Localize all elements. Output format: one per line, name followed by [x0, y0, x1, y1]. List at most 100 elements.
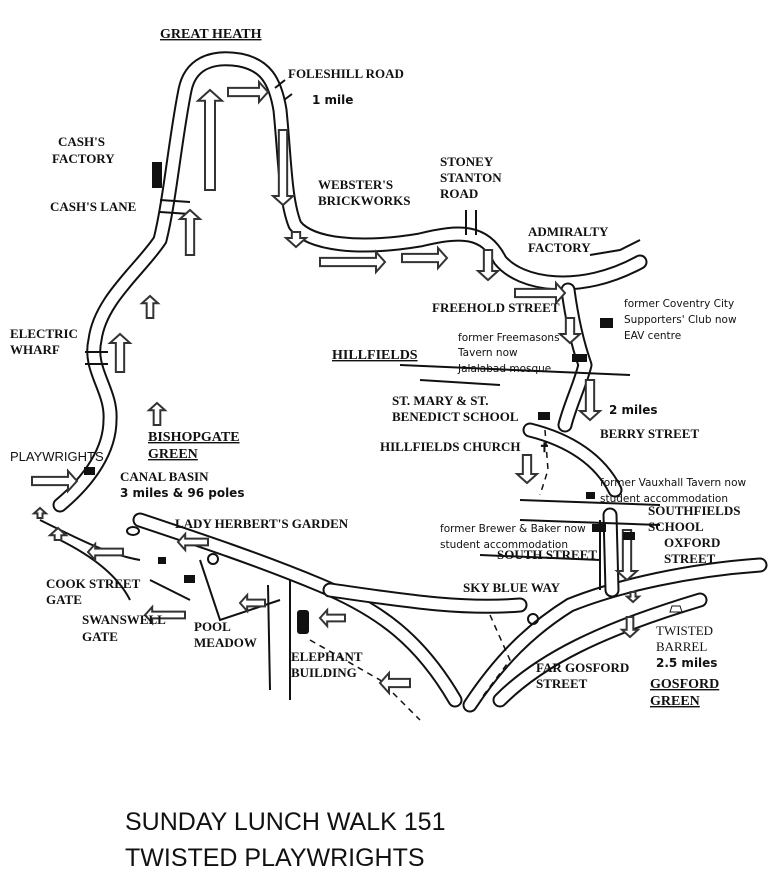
- coventry-city-note-3: EAV centre: [624, 330, 681, 342]
- route-arrow-icon: [238, 592, 266, 614]
- pub-sign-icon: [669, 605, 683, 613]
- far-gosford-label-2: STREET: [536, 676, 588, 691]
- twisted-barrel-label-2: BARREL: [656, 639, 707, 654]
- freehold-street-label: FREEHOLD STREET: [432, 300, 560, 315]
- cashs-factory-label-2: FACTORY: [52, 151, 115, 166]
- cashs-factory-label-1: CASH'S: [58, 134, 105, 149]
- southfields-school-building: [623, 532, 635, 540]
- st-mary-label-2: BENEDICT SCHOOL: [392, 409, 519, 424]
- route-arrow-icon: [176, 531, 209, 553]
- cook-street-label-1: COOK STREET: [46, 576, 141, 591]
- elephant-building: [297, 610, 309, 634]
- route-arrow-icon: [577, 379, 603, 422]
- cook-street-label-2: GATE: [46, 592, 82, 607]
- route-arrow-icon: [270, 129, 296, 207]
- route-arrow-icon: [195, 88, 225, 191]
- route-arrow-icon: [31, 468, 79, 494]
- swanswell-label-2: GATE: [82, 629, 118, 644]
- route-arrow-icon: [146, 401, 168, 426]
- stoney-label-1: STONEY: [440, 154, 494, 169]
- route-arrow-icon: [86, 541, 124, 563]
- vauxhall-building: [586, 492, 595, 499]
- pool-meadow-label-1: POOL: [194, 619, 231, 634]
- foleshill-road-label: FOLESHILL ROAD: [288, 66, 404, 81]
- eav-centre-building: [600, 318, 613, 328]
- southfields-label-1: SOUTHFIELDS: [648, 503, 740, 518]
- brewer-baker-note-1: former Brewer & Baker now: [440, 523, 586, 535]
- route-arrow-icon: [227, 79, 270, 105]
- distance-1-mile: 1 mile: [312, 93, 353, 107]
- vauxhall-note-2: student accommodation: [600, 493, 728, 505]
- route-arrow-icon: [514, 454, 540, 485]
- brewer-baker-building: [592, 524, 606, 532]
- route-arrows: [31, 79, 642, 696]
- route-arrow-icon: [319, 249, 387, 275]
- cross-icon: ✝: [539, 440, 550, 455]
- route-arrow-icon: [401, 245, 449, 271]
- vauxhall-note-1: former Vauxhall Tavern now: [600, 477, 747, 489]
- route-arrow-icon: [143, 604, 186, 626]
- roads: [39, 51, 768, 721]
- distance-3-miles: 3 miles & 96 poles: [120, 486, 244, 500]
- elephant-label-1: ELEPHANT: [291, 649, 363, 664]
- hillfields-church-label: HILLFIELDS CHURCH: [380, 439, 521, 454]
- southfields-label-2: SCHOOL: [648, 519, 704, 534]
- swanswell-gate-marker: [184, 575, 195, 583]
- playwrights-pub: [84, 467, 95, 475]
- admiralty-label-1: ADMIRALTY: [528, 224, 609, 239]
- stoney-label-3: ROAD: [440, 186, 478, 201]
- walk-title: SUNDAY LUNCH WALK 151: [125, 808, 445, 836]
- sky-blue-way-label: SKY BLUE WAY: [463, 580, 561, 595]
- far-gosford-label-1: FAR GOSFORD: [536, 660, 629, 675]
- route-arrow-icon: [47, 526, 69, 541]
- freemasons-note-1: former Freemasons': [458, 332, 562, 344]
- gosford-green-label-2: GREEN: [650, 694, 700, 709]
- route-arrow-icon: [318, 607, 346, 629]
- electric-wharf-label-1: ELECTRIC: [10, 326, 78, 341]
- bishopgate-label-1: BISHOPGATE: [148, 430, 240, 445]
- st-mary-label-1: ST. MARY & ST.: [392, 393, 488, 408]
- playwrights-label: PLAYWRIGHTS: [10, 449, 104, 464]
- route-arrow-icon: [31, 506, 49, 519]
- coventry-city-note-1: former Coventry City: [624, 298, 734, 310]
- gosford-green-label-1: GOSFORD: [650, 677, 719, 692]
- brewer-baker-note-2: student accommodation: [440, 539, 568, 551]
- lady-herbert-garden-marker: [158, 557, 166, 564]
- freemasons-note-2: Tavern now: [457, 347, 518, 359]
- admiralty-label-2: FACTORY: [528, 240, 591, 255]
- cashs-factory-building: [152, 162, 162, 188]
- websters-label-1: WEBSTER'S: [318, 177, 393, 192]
- great-heath-label: GREAT HEATH: [160, 27, 262, 42]
- elephant-label-2: BUILDING: [291, 665, 357, 680]
- route-arrow-icon: [378, 670, 411, 696]
- cashs-lane-label: CASH'S LANE: [50, 199, 136, 214]
- distance-2-miles: 2 miles: [609, 403, 658, 417]
- route-arrow-icon: [139, 294, 161, 319]
- bishopgate-label-2: GREEN: [148, 447, 198, 462]
- route-arrow-icon: [624, 591, 642, 604]
- distance-2-5-miles: 2.5 miles: [656, 656, 717, 670]
- canal-basin-label: CANAL BASIN: [120, 469, 209, 484]
- route-arrow-icon: [283, 231, 309, 249]
- st-mary-school-building: [538, 412, 550, 420]
- freemasons-note-3: Jalalabad mosque: [457, 363, 551, 375]
- oxford-street-label-2: STREET: [664, 551, 716, 566]
- route-arrow-icon: [557, 317, 583, 345]
- buildings: ✝: [84, 162, 683, 634]
- route-arrow-icon: [475, 249, 501, 282]
- oxford-street-label-1: OXFORD: [664, 535, 720, 550]
- lady-herbert-label: LADY HERBERT'S GARDEN: [175, 516, 349, 531]
- route-arrow-icon: [107, 332, 133, 373]
- coventry-city-note-2: Supporters' Club now: [624, 314, 737, 326]
- twisted-barrel-label-1: TWISTED: [656, 623, 713, 638]
- berry-street-label: BERRY STREET: [600, 426, 699, 441]
- swanswell-label-1: SWANSWELL: [82, 612, 166, 627]
- electric-wharf-label-2: WHARF: [10, 342, 60, 357]
- stoney-label-2: STANTON: [440, 170, 502, 185]
- pool-meadow-label-2: MEADOW: [194, 635, 257, 650]
- websters-label-2: BRICKWORKS: [318, 193, 410, 208]
- route-arrow-icon: [619, 616, 641, 639]
- walk-subtitle: TWISTED PLAYWRIGHTS: [125, 844, 425, 872]
- route-arrow-icon: [177, 208, 203, 256]
